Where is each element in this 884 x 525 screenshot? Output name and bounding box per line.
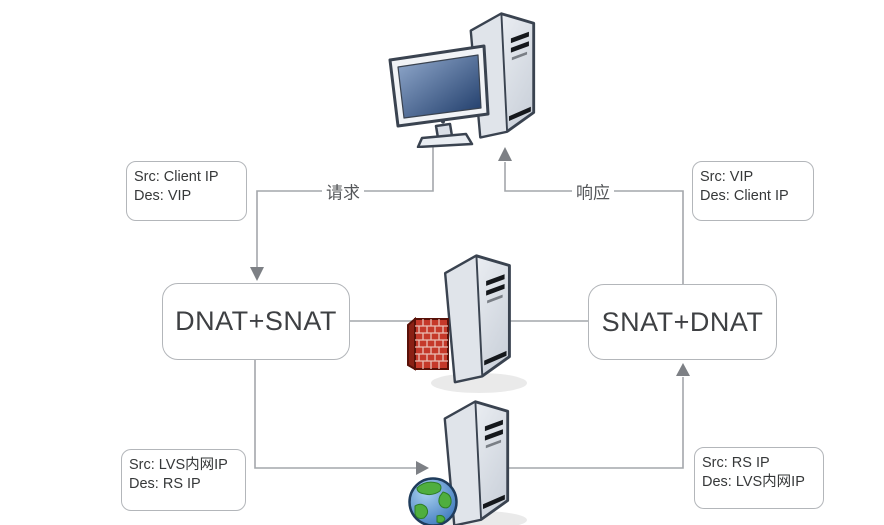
monitor-icon (388, 44, 490, 148)
src-line: Src: VIP (700, 169, 754, 185)
lvs-to-rs-connector-line (254, 359, 417, 469)
des-line: Des: VIP (134, 188, 192, 204)
packet-label-client-to-lvs: Src: Client IP Des: VIP (126, 161, 247, 221)
down-arrowhead-icon (250, 267, 264, 281)
des-line: Des: Client IP (700, 188, 789, 204)
dnat-snat-node: DNAT+SNAT (162, 283, 350, 360)
des-line: Des: LVS内网IP (702, 474, 805, 490)
snat-dnat-node: SNAT+DNAT (588, 284, 777, 360)
globe-icon (408, 477, 458, 525)
dnat-snat-label: DNAT+SNAT (175, 306, 337, 336)
web-server-globe-icon (408, 400, 527, 525)
packet-label-rs-to-lvs: Src: RS IP Des: LVS内网IP (694, 447, 824, 509)
src-line: Src: Client IP (134, 169, 219, 185)
firewall-icon (407, 316, 449, 371)
server-tower-icon (443, 254, 511, 384)
snat-dnat-label: SNAT+DNAT (601, 306, 764, 337)
packet-label-lvs-to-rs: Src: LVS内网IP Des: RS IP (121, 449, 246, 511)
rs-to-lvs-connector-line (455, 377, 684, 469)
packet-label-lvs-to-client: Src: VIP Des: Client IP (692, 161, 814, 221)
up-arrowhead-client-icon (498, 147, 512, 161)
request-edge-label: 请求 (322, 177, 364, 205)
src-line: Src: RS IP (702, 455, 770, 471)
src-line: Src: LVS内网IP (129, 457, 228, 473)
up-arrowhead-snat-icon (676, 363, 690, 376)
response-edge-label: 响应 (572, 177, 614, 205)
firewall-server-icon (407, 254, 527, 393)
client-computer-icon (388, 12, 536, 148)
des-line: Des: RS IP (129, 476, 201, 492)
right-arrowhead-icon (416, 461, 429, 475)
